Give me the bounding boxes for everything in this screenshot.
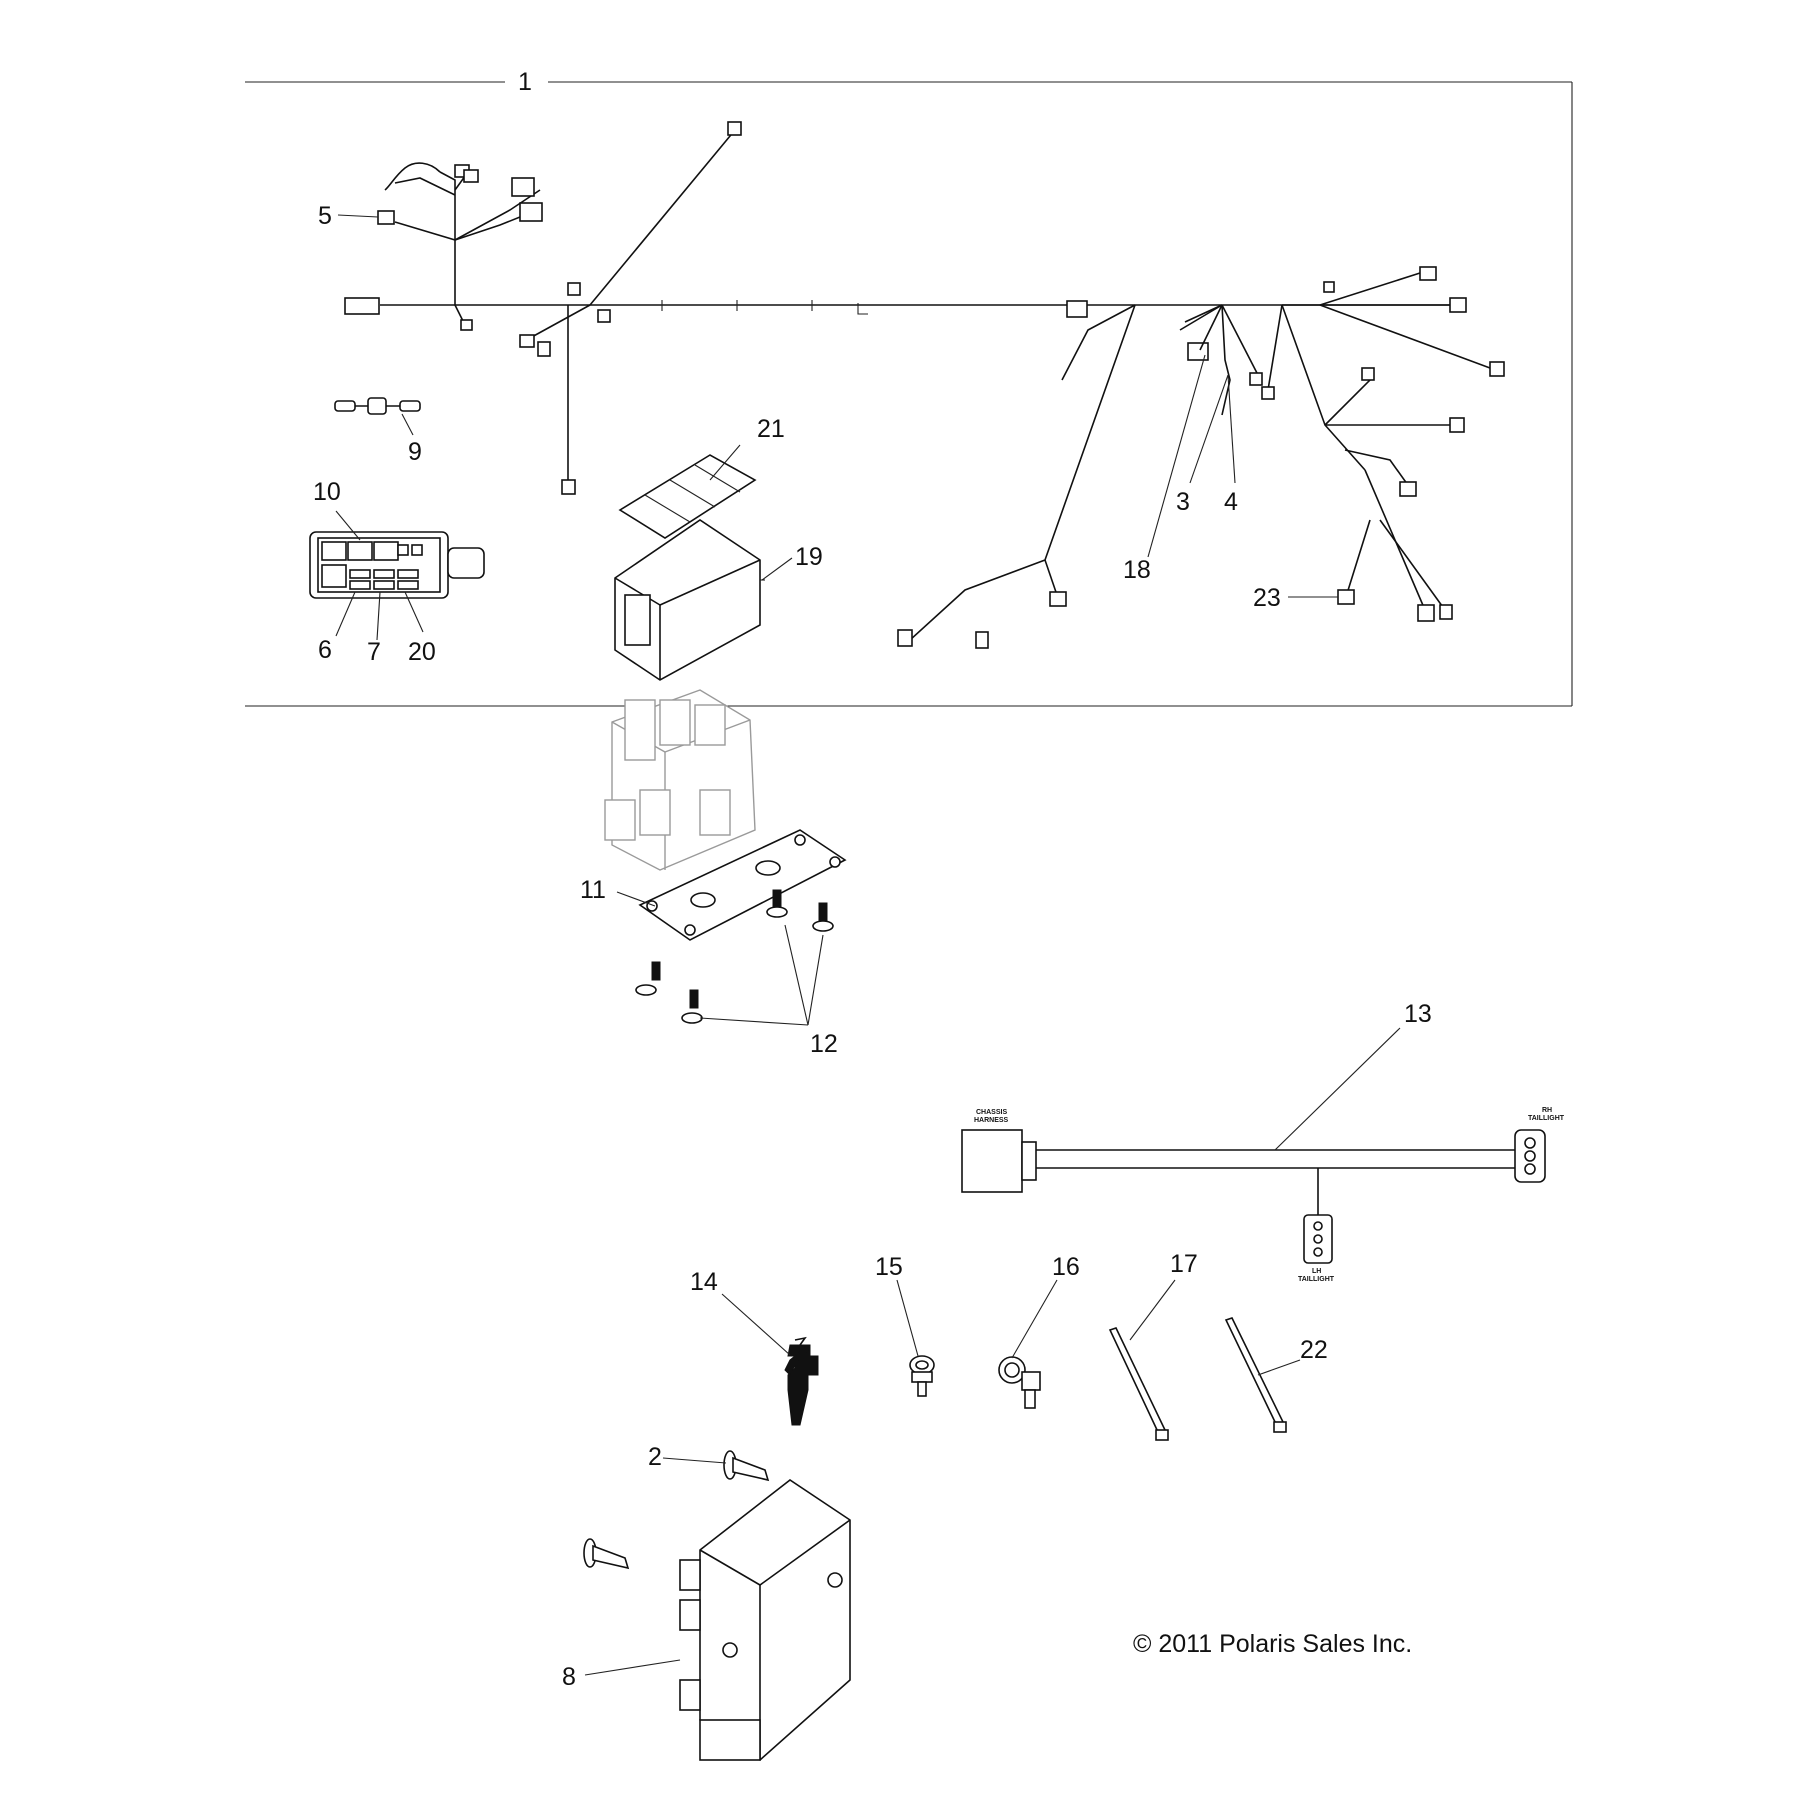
lh-label-1: LH	[1312, 1268, 1321, 1275]
callout-17: 17	[1170, 1250, 1198, 1278]
connector-23	[1337, 589, 1355, 605]
main-wiring-harness: 5 3 4 18 23	[318, 121, 1505, 649]
fuse-block-top-view: 10 6 7 20	[309, 478, 485, 666]
cable-tie-17: 17	[1108, 1250, 1198, 1441]
callout-5: 5	[318, 202, 332, 230]
callout-19: 19	[795, 543, 823, 571]
callout-14: 14	[690, 1268, 718, 1296]
copyright-text: © 2011 Polaris Sales Inc.	[1133, 1630, 1412, 1658]
push-rivets: 12	[635, 889, 838, 1058]
wire-clamp-16: 16	[998, 1253, 1080, 1409]
callout-16: 16	[1052, 1253, 1080, 1281]
callout-15: 15	[875, 1253, 903, 1281]
screws: 2	[583, 1443, 770, 1570]
harness-end-connector	[344, 297, 380, 315]
lh-label-2: TAILLIGHT	[1298, 1276, 1335, 1283]
fuse-box-cover: 19	[614, 519, 823, 681]
cable-tie-22: 22	[1224, 1317, 1328, 1433]
callout-3: 3	[1176, 488, 1190, 516]
fuse-box-mounting-plate: 11	[580, 829, 847, 941]
connector-drop	[561, 479, 576, 495]
callout-8: 8	[562, 1663, 576, 1691]
chassis-label-1: CHASSIS	[976, 1109, 1007, 1116]
fuse-decal: 21	[618, 415, 785, 539]
rh-label-1: RH	[1542, 1107, 1552, 1114]
chassis-harness-connector	[961, 1129, 1023, 1193]
callout-9: 9	[408, 438, 422, 466]
rh-label-2: TAILLIGHT	[1528, 1115, 1565, 1122]
callout-20: 20	[408, 638, 436, 666]
callout-4: 4	[1224, 488, 1238, 516]
callout-1: 1	[518, 68, 532, 96]
callout-7: 7	[367, 638, 381, 666]
control-module: 8	[562, 1479, 851, 1762]
callout-6: 6	[318, 636, 332, 664]
fuse-box-body	[604, 689, 756, 871]
callout-10: 10	[313, 478, 341, 506]
callout-2: 2	[648, 1443, 662, 1471]
callout-18: 18	[1123, 556, 1151, 584]
callout-12: 12	[810, 1030, 838, 1058]
connector-5	[377, 210, 395, 225]
harness-clip: 14	[690, 1268, 819, 1426]
inline-fuse-holder: 9	[334, 397, 422, 466]
callout-23: 23	[1253, 584, 1281, 612]
callout-22: 22	[1300, 1336, 1328, 1364]
callout-13: 13	[1404, 1000, 1432, 1028]
taillight-harness: CHASSIS HARNESS RH TAILLIGHT LH TAILLIGH…	[961, 1000, 1565, 1283]
chassis-label-2: HARNESS	[974, 1117, 1009, 1124]
callout-11: 11	[580, 876, 606, 904]
wire-clip-15: 15	[875, 1253, 935, 1397]
harness-assembly-frame: 1	[245, 68, 1573, 707]
callout-21: 21	[757, 415, 785, 443]
